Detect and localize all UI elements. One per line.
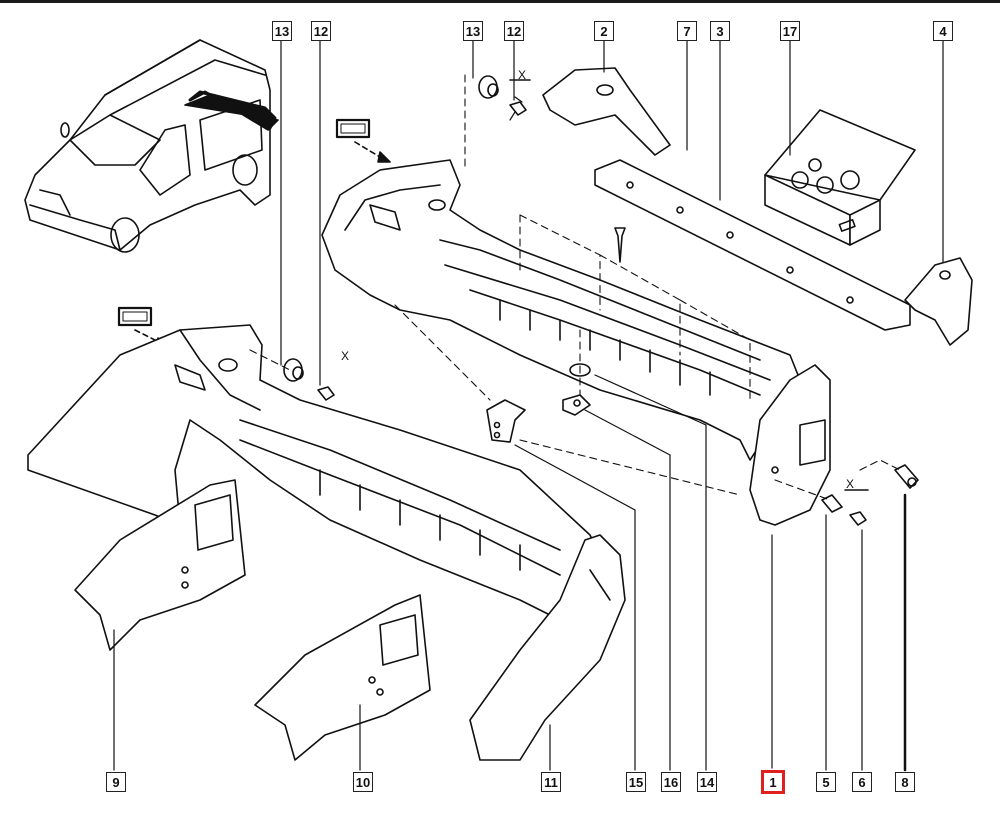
- leader-lines: [113, 36, 944, 772]
- callout-3[interactable]: 3: [710, 21, 730, 41]
- nut-clip-16-icon: [562, 394, 591, 416]
- clip-13-lower-icon: [283, 358, 304, 382]
- callout-10[interactable]: 10: [353, 772, 373, 792]
- top-border: [0, 0, 1000, 3]
- clip-8-icon: [894, 464, 919, 489]
- corner-piece-part: [542, 67, 671, 156]
- vehicle-locator-icon: [24, 39, 279, 253]
- bumper-upper-part: [321, 159, 801, 461]
- callout-2[interactable]: 2: [594, 21, 614, 41]
- bumper-lower-part: [27, 324, 626, 761]
- callout-16[interactable]: 16: [661, 772, 681, 792]
- callout-12[interactable]: 12: [311, 21, 331, 41]
- side-bracket-part: [904, 257, 973, 346]
- callout-8[interactable]: 8: [895, 772, 915, 792]
- callout-5[interactable]: 5: [816, 772, 836, 792]
- spacer-5-icon: [821, 494, 843, 513]
- bracket-15-icon: [486, 399, 526, 443]
- splash-guard-left-part: [74, 479, 246, 651]
- callout-14[interactable]: 14: [697, 772, 717, 792]
- screw-12-icon: [509, 79, 531, 121]
- callout-1-highlighted[interactable]: 1: [761, 770, 785, 794]
- callout-12[interactable]: 12: [504, 21, 524, 41]
- callout-17[interactable]: 17: [780, 21, 800, 41]
- assembly-guide-lines: [249, 74, 901, 501]
- callout-4[interactable]: 4: [933, 21, 953, 41]
- trim-strip-part: [594, 159, 911, 331]
- fastener-kit-box-icon: [764, 109, 916, 246]
- callout-9[interactable]: 9: [106, 772, 126, 792]
- dimension-x-label: X: [846, 477, 855, 491]
- callout-15[interactable]: 15: [626, 772, 646, 792]
- splash-guard-right-part: [254, 594, 431, 761]
- callout-11[interactable]: 11: [541, 772, 561, 792]
- screw-6-icon: [844, 489, 869, 526]
- dimension-x-label: X: [518, 68, 527, 82]
- bumper-end-cap-part: [749, 364, 831, 526]
- callout-13[interactable]: 13: [463, 21, 483, 41]
- callout-7[interactable]: 7: [677, 21, 697, 41]
- screw-12-lower-icon: [317, 386, 335, 401]
- callout-13[interactable]: 13: [272, 21, 292, 41]
- dimension-x-label: X: [341, 349, 350, 363]
- clip-13-icon: [478, 75, 499, 99]
- callout-6[interactable]: 6: [852, 772, 872, 792]
- screw-7-icon: [614, 227, 626, 263]
